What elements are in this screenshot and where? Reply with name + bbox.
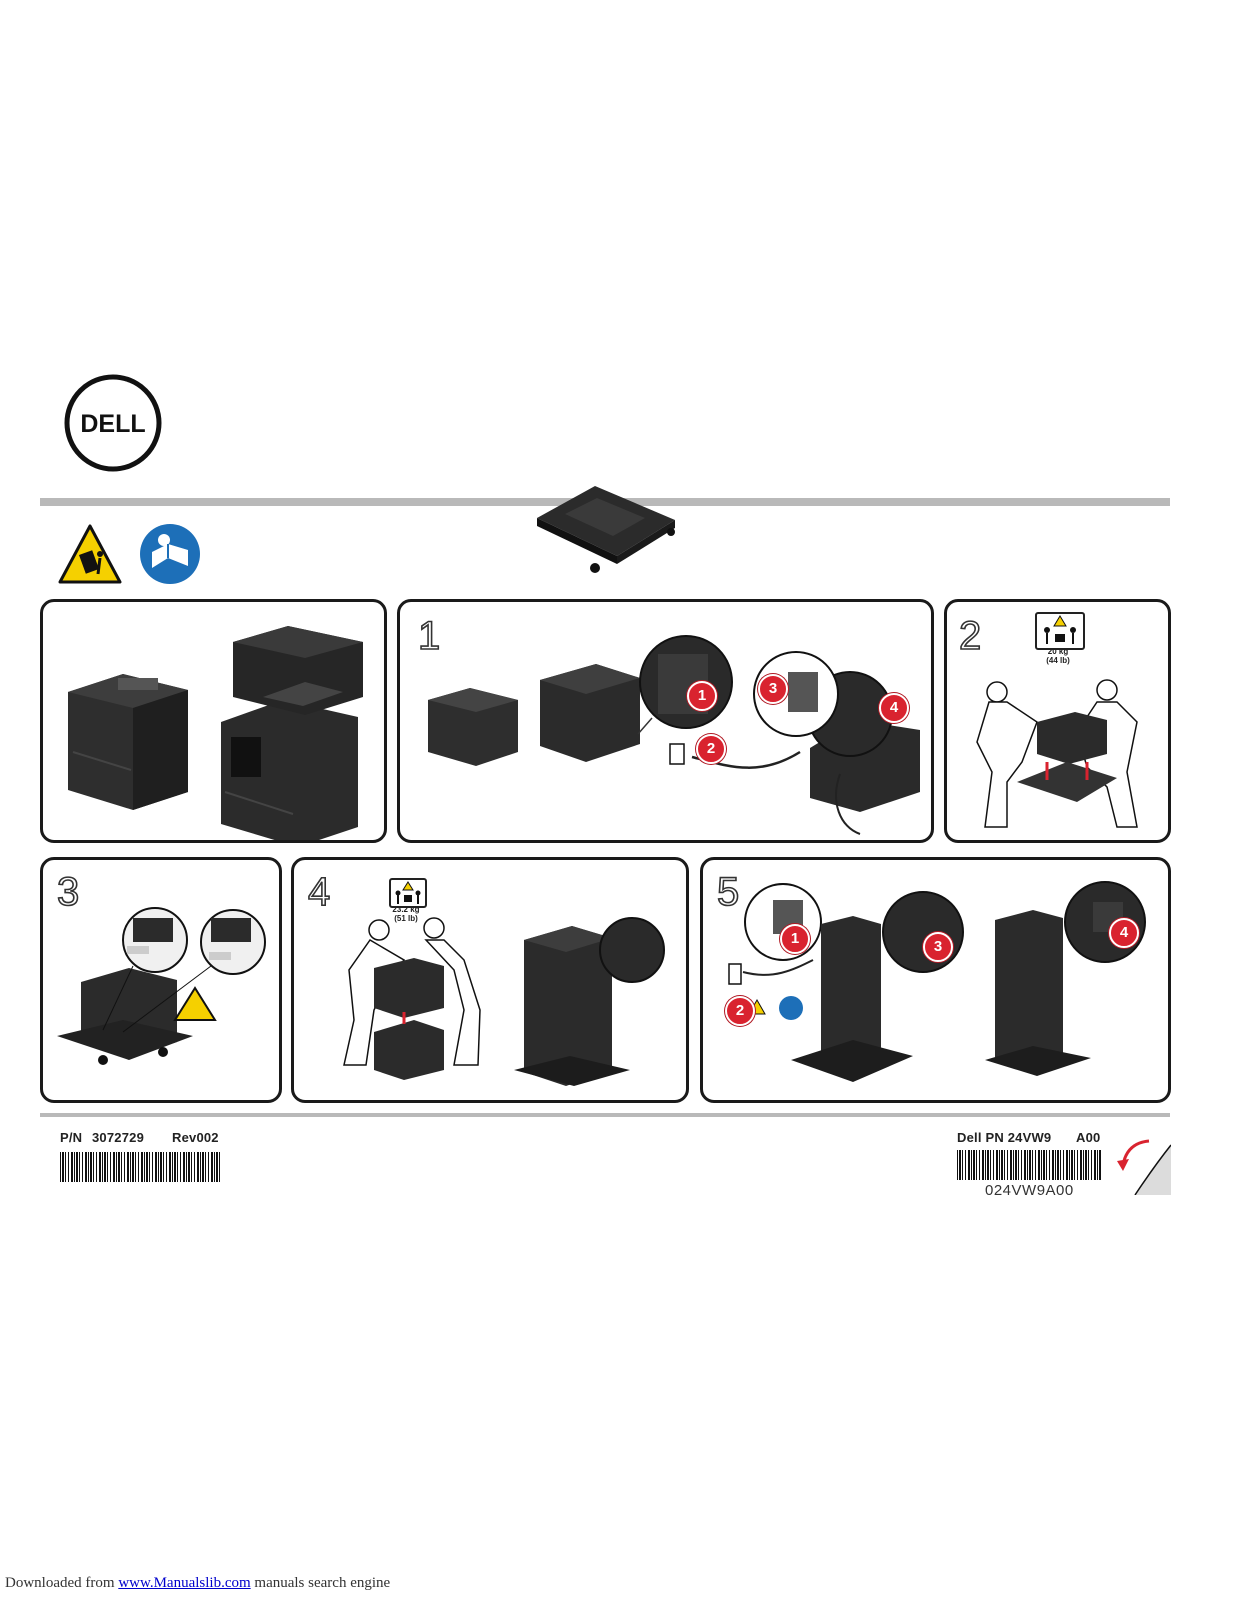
panel-step-5: 5 1 2 3 4 [700,857,1171,1103]
step-number: 3 [56,870,80,914]
page-turn-icon [1115,1135,1171,1195]
callout-badge: 3 [758,674,788,704]
callout-badge: 2 [725,996,755,1026]
tip-over-warning-icon [58,524,122,584]
weight-kg: 23.2 kg [392,905,420,914]
footer-prefix: Downloaded from [5,1575,115,1591]
manualslib-link[interactable]: www.Manualslib.com [118,1575,251,1591]
two-person-lift-icon [389,878,427,908]
pn-label: P/N [60,1130,83,1145]
dell-barcode [957,1150,1101,1180]
dell-logo: DELL [63,373,163,473]
step-number: 5 [716,870,740,914]
step1-illustration [428,635,920,835]
two-person-lift-icon [1035,612,1085,650]
footer-suffix: manuals search engine [254,1575,391,1591]
panel-intro [40,599,387,843]
rev-value: Rev002 [172,1130,219,1145]
callout-badge: 4 [879,693,909,723]
dell-rev: A00 [1076,1130,1101,1145]
svg-text:DELL: DELL [80,410,145,438]
step-number: 4 [307,870,331,914]
callout-badge: 2 [696,734,726,764]
pn-value: 3072729 [92,1130,145,1145]
step-number: 2 [958,614,982,658]
step5-illustration [728,881,1146,1082]
panel-step-1: 1 1 2 3 4 [397,599,934,843]
panel-step-2: 2 20 kg (44 lb) [944,599,1171,843]
bottom-divider [40,1113,1170,1117]
callout-badge: 1 [687,681,717,711]
tray-base-image [525,478,685,576]
read-manual-icon [138,522,202,586]
weight-lb: (44 lb) [1046,656,1070,665]
weight-kg: 20 kg [1047,647,1069,656]
dell-pn-label: Dell PN 24VW9 [957,1130,1052,1145]
download-footer: Downloaded from www.Manualslib.com manua… [5,1575,390,1592]
step3-illustration [57,907,266,1065]
pn-barcode [60,1152,222,1182]
panel-step-3: 3 [40,857,282,1103]
step4-illustration [343,917,665,1086]
printer-models-image [68,626,363,840]
dell-barcode-text: 024VW9A00 [985,1182,1074,1199]
weight-lb: (51 lb) [394,914,418,923]
panel-step-4: 4 23.2 kg (51 lb) [291,857,689,1103]
step2-illustration [976,679,1138,828]
step-number: 1 [417,614,441,658]
callout-badge: 3 [923,932,953,962]
callout-badge: 4 [1109,918,1139,948]
callout-badge: 1 [780,924,810,954]
